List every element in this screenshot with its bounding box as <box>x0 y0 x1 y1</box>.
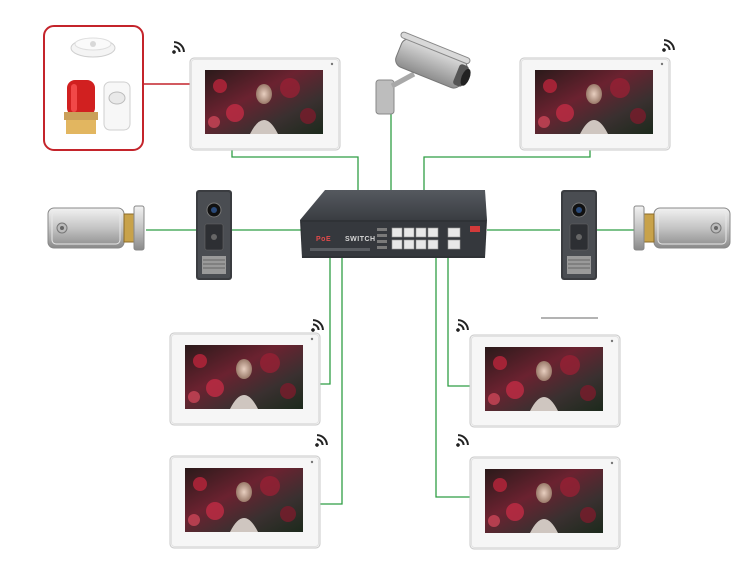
motion-sensor-icon <box>103 81 131 131</box>
door-lock-icon <box>47 205 145 251</box>
door-station-icon <box>560 189 598 281</box>
cctv-camera-icon <box>375 31 471 115</box>
door-lock-left <box>47 205 145 251</box>
door-lock-right <box>633 205 731 251</box>
wires <box>146 110 634 505</box>
wifi-icon <box>450 432 471 453</box>
wifi-icon <box>166 39 187 60</box>
wire-monitor-bottom-right <box>435 258 470 498</box>
poe-switch <box>300 190 487 258</box>
wifi-icon <box>309 432 330 453</box>
wifi-icon <box>656 37 677 58</box>
door-lock-icon <box>633 205 731 251</box>
alarm-devices-box <box>43 25 144 151</box>
monitor-mid-right <box>469 334 621 428</box>
wire-monitor-mid-right <box>447 258 471 387</box>
ethernet-ports <box>391 227 461 250</box>
wire-monitor-top-left <box>231 144 359 195</box>
switch-brand-label: PoE <box>316 236 332 243</box>
monitor-top-left <box>189 57 341 151</box>
switch-model-label: SWITCH <box>345 236 376 243</box>
smoke-detector-icon <box>70 37 116 58</box>
monitor-bottom-right <box>469 456 621 550</box>
wifi-icon <box>450 317 471 338</box>
monitor-top-right <box>519 57 671 151</box>
door-station-left <box>195 189 233 281</box>
door-station-right <box>560 189 598 281</box>
wire-monitor-top-right <box>423 144 591 195</box>
monitor-mid-left <box>169 332 321 426</box>
door-station-icon <box>195 189 233 281</box>
alarm-siren-icon <box>64 80 98 134</box>
monitor-bottom-left <box>169 455 321 549</box>
